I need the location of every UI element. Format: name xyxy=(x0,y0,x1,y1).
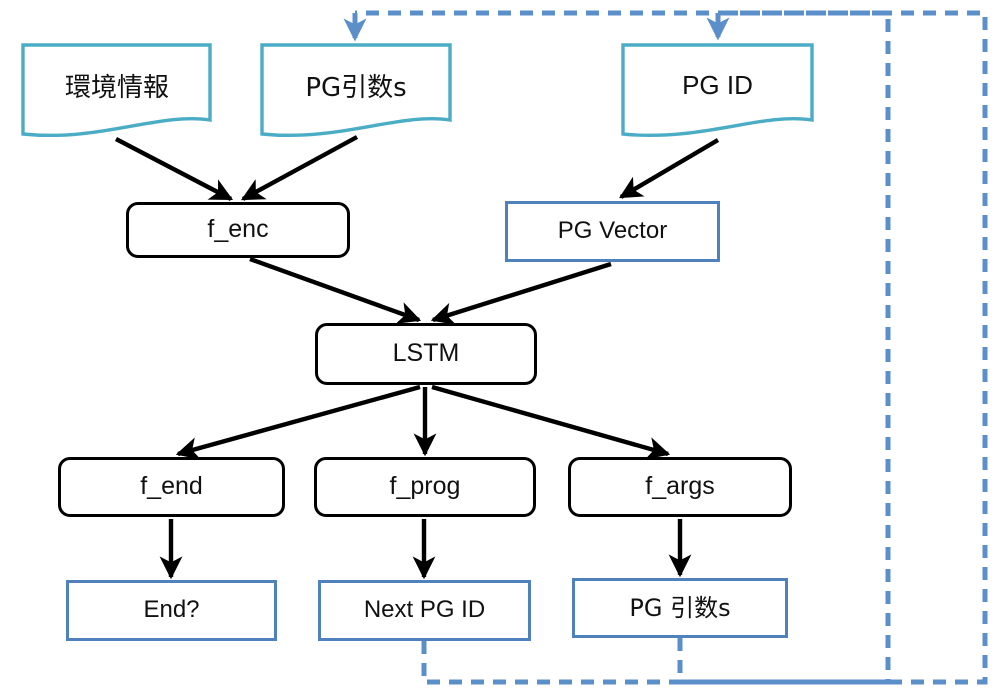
node-f-enc-label: f_enc xyxy=(207,215,269,244)
node-pg-vector-label: PG Vector xyxy=(557,217,668,245)
node-lstm[interactable]: LSTM xyxy=(315,323,537,385)
document-shape-env-info xyxy=(21,43,212,138)
node-f-args[interactable]: f_args xyxy=(568,457,792,517)
node-next-pg-id-label: Next PG ID xyxy=(363,596,486,624)
arrow-env-to-fenc xyxy=(114,137,234,201)
node-pg-args-out[interactable]: PG 引数s xyxy=(572,578,788,638)
node-pg-vector[interactable]: PG Vector xyxy=(505,201,720,262)
node-end-q[interactable]: End? xyxy=(66,580,277,641)
node-f-prog-label: f_prog xyxy=(389,472,461,501)
node-end-q-label: End? xyxy=(143,596,200,624)
node-f-args-label: f_args xyxy=(645,472,715,501)
solid-arrows xyxy=(114,135,720,580)
document-shape-pg-id-in xyxy=(621,43,814,138)
node-f-prog[interactable]: f_prog xyxy=(314,457,536,517)
node-f-end[interactable]: f_end xyxy=(58,457,285,517)
arrow-lstm-to-fend xyxy=(175,384,421,460)
node-f-end-label: f_end xyxy=(140,472,203,501)
arrow-args-to-fenc xyxy=(240,135,359,201)
feedback-loop-pg-args xyxy=(343,10,891,685)
arrow-lstm-to-fargs xyxy=(431,384,671,460)
arrow-pgvector-to-lstm xyxy=(430,261,612,325)
node-f-enc[interactable]: f_enc xyxy=(126,202,350,258)
node-next-pg-id[interactable]: Next PG ID xyxy=(318,580,531,641)
document-shape-pg-args-in xyxy=(260,43,452,138)
arrow-fenc-to-lstm xyxy=(249,256,422,324)
arrow-pgid-to-pgvector xyxy=(619,138,720,199)
node-pg-args-out-label: PG 引数s xyxy=(629,593,731,622)
feedback-loop-next-pg-id xyxy=(421,10,988,685)
node-lstm-label: LSTM xyxy=(392,339,460,368)
